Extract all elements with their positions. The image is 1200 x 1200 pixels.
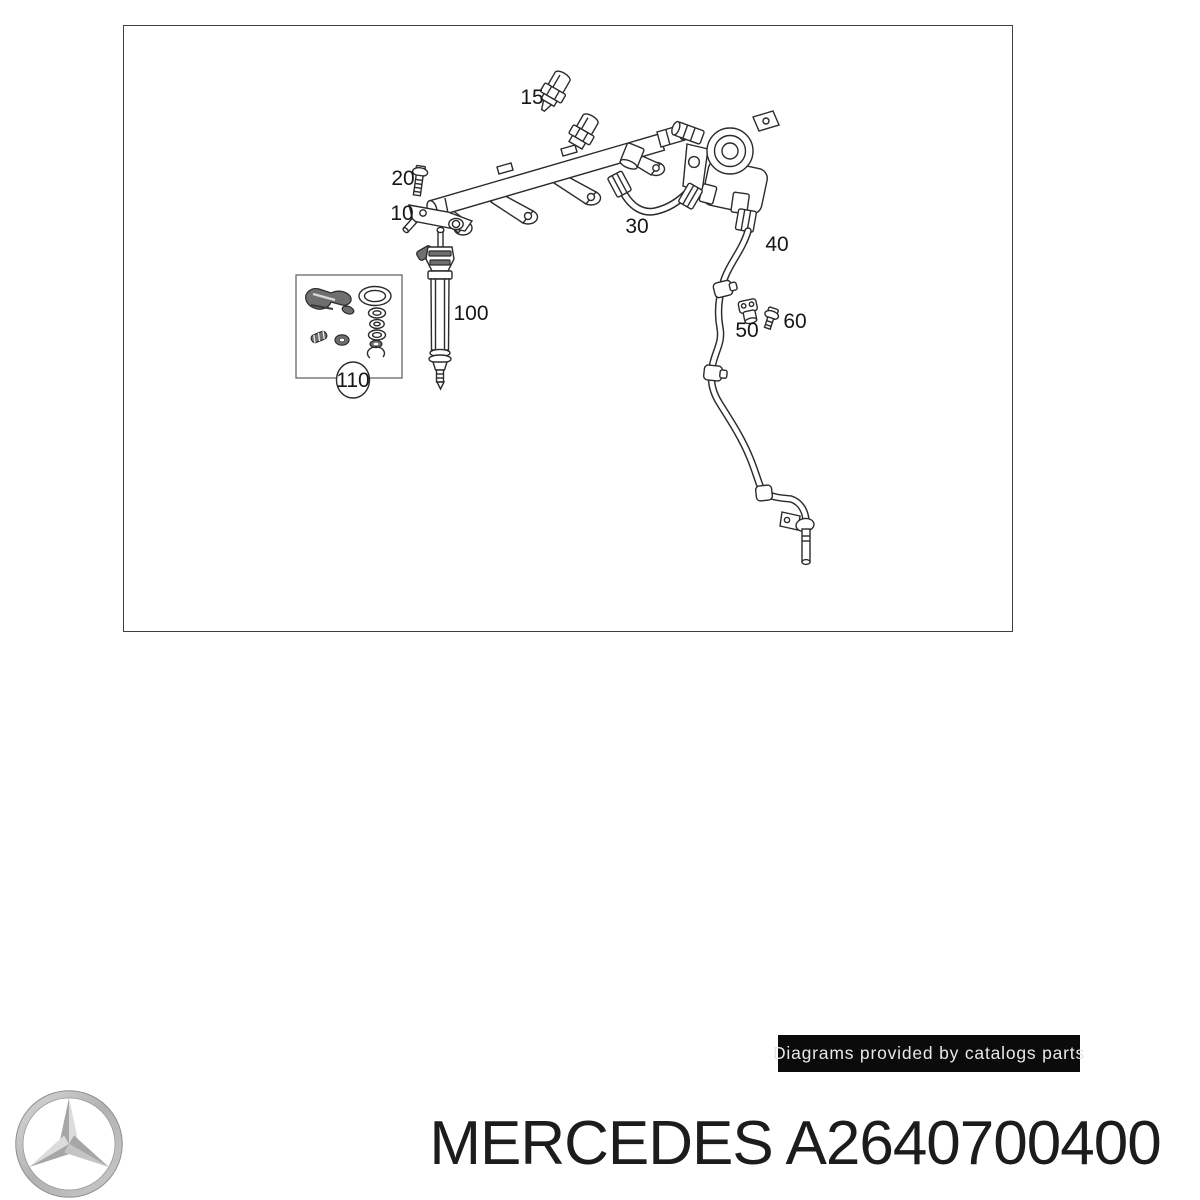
page-title: MERCEDES A2640700400 bbox=[429, 1109, 1161, 1178]
part-label-20: 20 bbox=[391, 167, 414, 190]
three-pointed-star bbox=[29, 1097, 109, 1168]
part-label-30: 30 bbox=[625, 215, 648, 238]
parts-diagram-frame: 15 20 10 30 40 50 60 100 110 bbox=[123, 25, 1013, 632]
mercedes-star-logo bbox=[15, 1090, 123, 1198]
seal-kit-box bbox=[295, 274, 403, 399]
small-o-ring bbox=[334, 334, 350, 346]
part-label-15: 15 bbox=[520, 86, 543, 109]
watermark-badge: Diagrams provided by catalogs parts bbox=[773, 1035, 1084, 1072]
line-clamp bbox=[702, 364, 728, 382]
watermark-text: Diagrams provided by catalogs parts bbox=[772, 1043, 1086, 1063]
high-pressure-pump bbox=[671, 110, 780, 233]
circlip bbox=[366, 346, 386, 359]
callout-circle-110 bbox=[335, 361, 371, 399]
parts-diagram: 15 20 10 30 40 50 60 100 110 bbox=[295, 70, 815, 566]
injector-retainer-clip bbox=[305, 288, 355, 315]
fuel-line-pump-outlet bbox=[702, 227, 815, 566]
washer-stack bbox=[367, 307, 387, 349]
fuel-pressure-sensor-installed bbox=[568, 113, 599, 150]
rail-outlet-port bbox=[619, 142, 645, 170]
rail-mounting-bolt bbox=[411, 164, 429, 197]
line-end-bracket bbox=[779, 511, 815, 566]
bolt-part-60 bbox=[763, 306, 780, 331]
part-label-110: 110 bbox=[336, 369, 369, 392]
clamp-part-50 bbox=[737, 298, 758, 325]
o-ring-large bbox=[358, 285, 392, 307]
fuel-injector bbox=[416, 226, 455, 391]
part-label-100: 100 bbox=[453, 302, 488, 325]
small-spring bbox=[310, 330, 328, 344]
rail-mounting-tab bbox=[553, 172, 602, 206]
part-labels: 15 20 10 30 40 50 60 100 110 bbox=[336, 86, 806, 392]
fuel-rail bbox=[426, 124, 688, 236]
fuel-line-rail-to-pump bbox=[607, 170, 703, 216]
part-label-50: 50 bbox=[735, 319, 758, 342]
fuel-pressure-sensor-exploded bbox=[539, 70, 571, 112]
part-label-40: 40 bbox=[765, 233, 788, 256]
rail-end-bracket bbox=[402, 204, 474, 234]
line-clamp bbox=[712, 279, 738, 299]
part-label-60: 60 bbox=[783, 310, 806, 333]
part-label-10: 10 bbox=[390, 202, 413, 225]
line-clamp bbox=[754, 484, 774, 502]
